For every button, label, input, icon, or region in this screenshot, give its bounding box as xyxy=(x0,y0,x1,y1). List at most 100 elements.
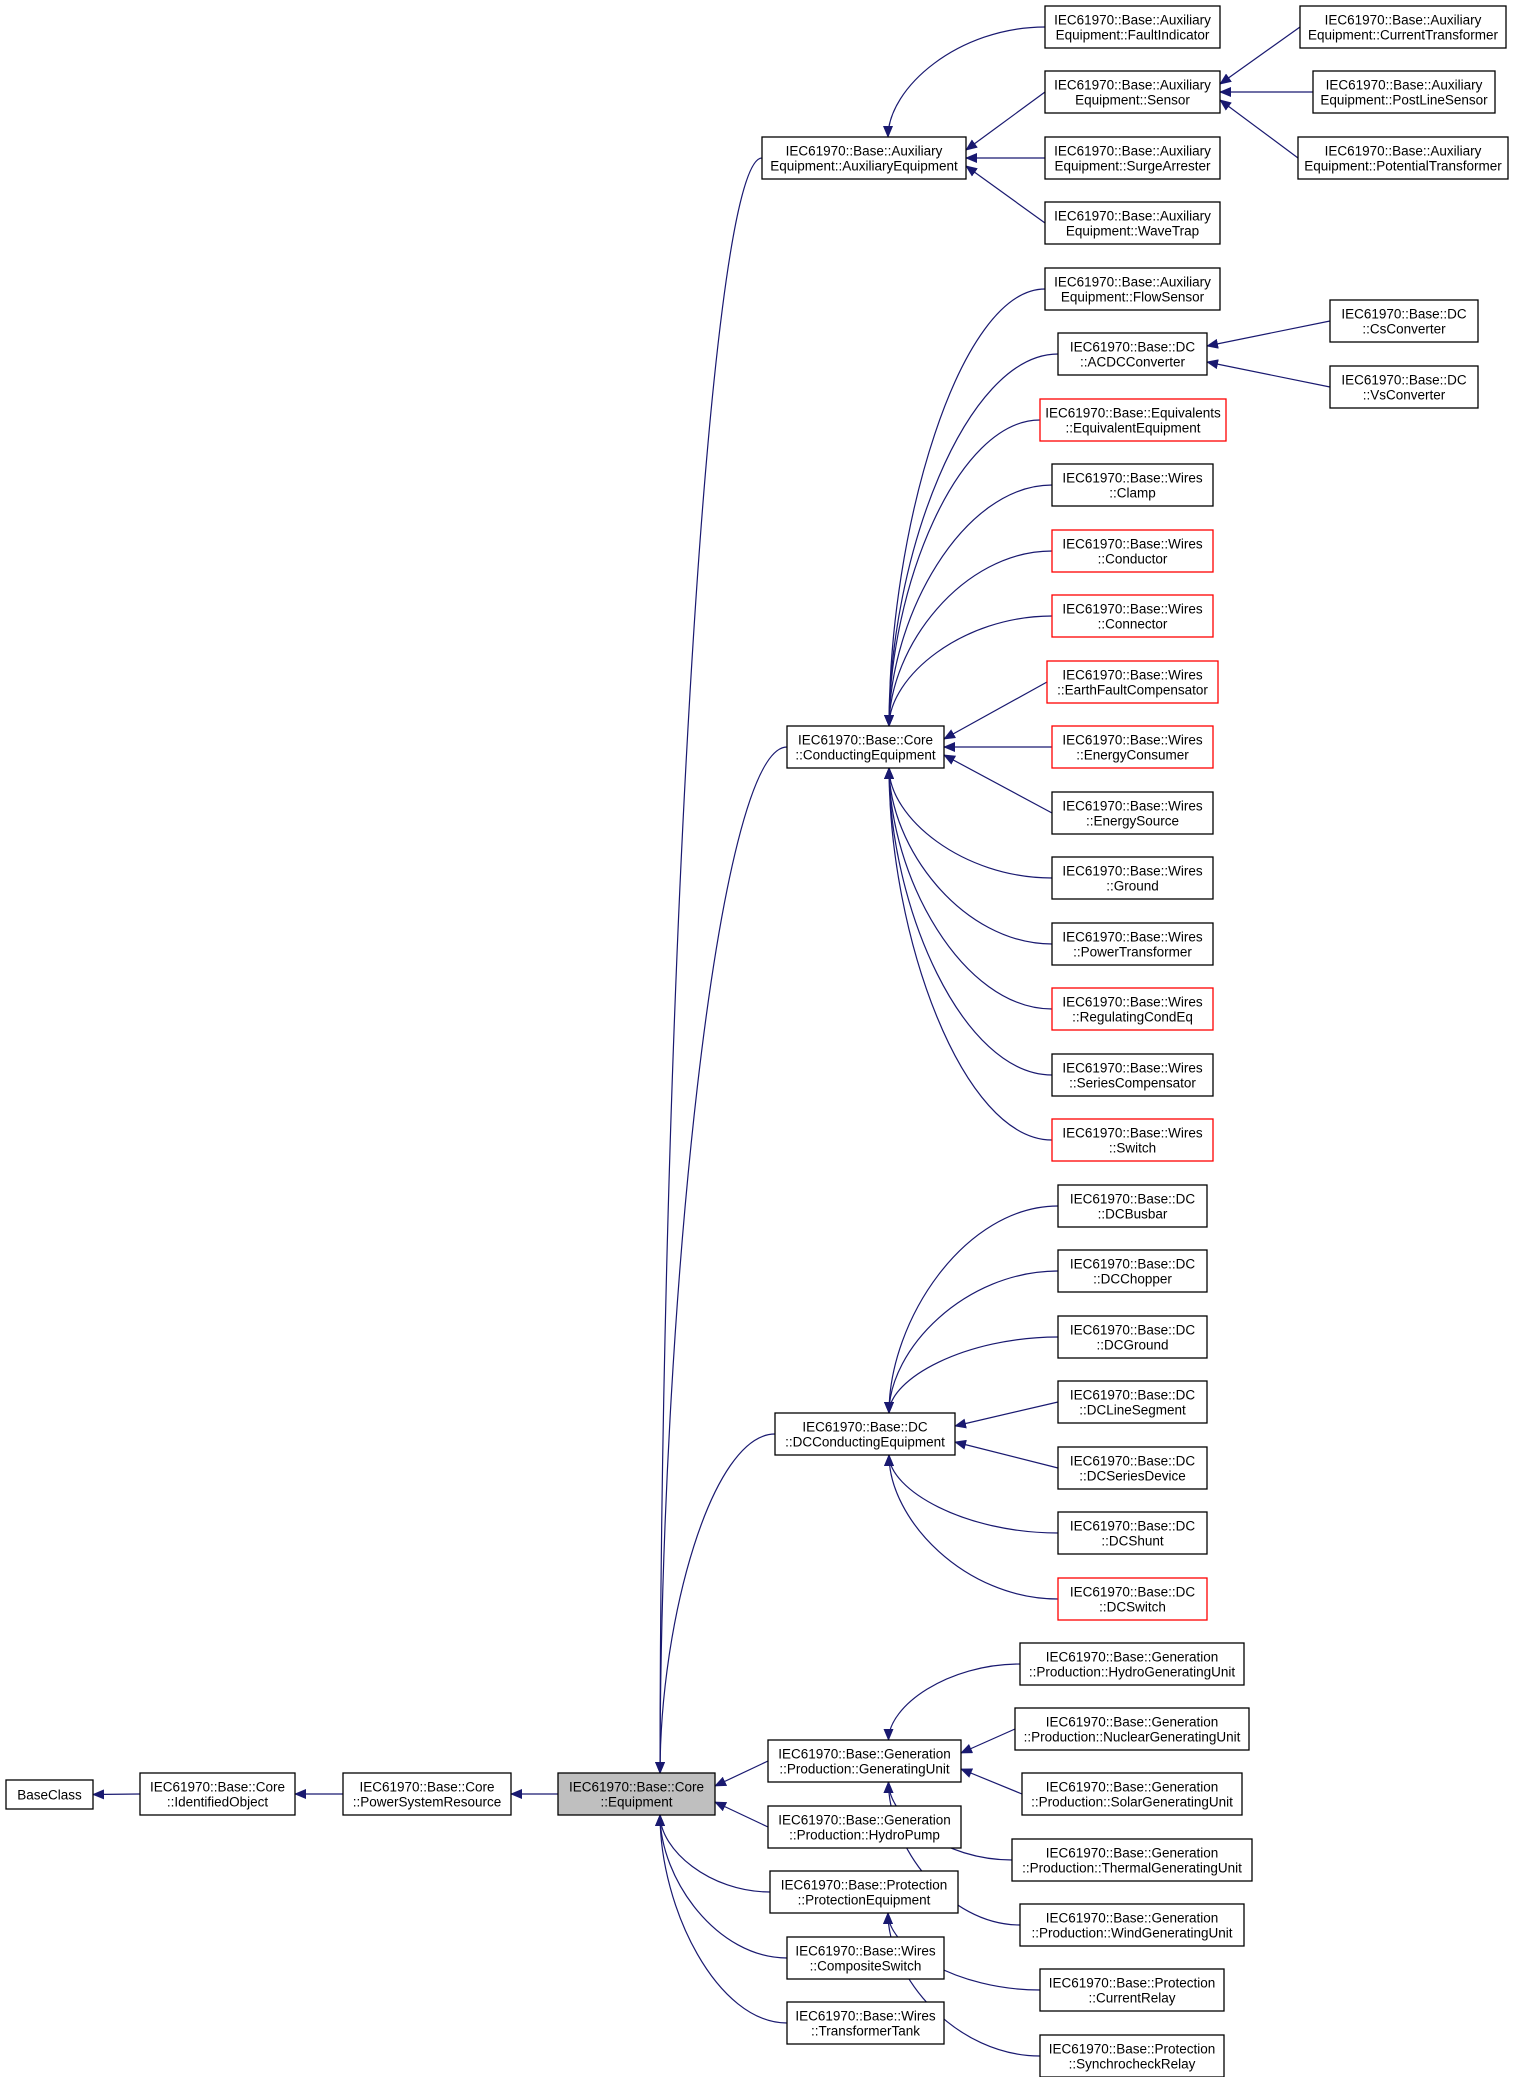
node-dc-shunt[interactable]: IEC61970::Base::DC::DCShunt xyxy=(1057,1511,1208,1555)
node-box xyxy=(1057,1184,1208,1228)
node-conductor[interactable]: IEC61970::Base::Wires::Conductor xyxy=(1051,529,1214,573)
node-label-line: ::DCChopper xyxy=(1093,1272,1172,1287)
node-dc-series-device[interactable]: IEC61970::Base::DC::DCSeriesDevice xyxy=(1057,1446,1208,1490)
node-label-line: IEC61970::Base::DC xyxy=(1070,1454,1196,1469)
edge-clamp-to-conducting-equipment xyxy=(884,484,1053,727)
node-sensor[interactable]: IEC61970::Base::AuxiliaryEquipment::Sens… xyxy=(1044,70,1221,114)
node-dc-chopper[interactable]: IEC61970::Base::DC::DCChopper xyxy=(1057,1249,1208,1293)
node-acdc-converter[interactable]: IEC61970::Base::DC::ACDCConverter xyxy=(1057,332,1208,376)
node-box xyxy=(767,1805,962,1849)
node-dc-line-segment[interactable]: IEC61970::Base::DC::DCLineSegment xyxy=(1057,1380,1208,1424)
node-synchrocheck-relay[interactable]: IEC61970::Base::Protection::Synchrocheck… xyxy=(1039,2034,1225,2077)
node-label-line: Equipment::FaultIndicator xyxy=(1056,28,1210,43)
node-transformer-tank[interactable]: IEC61970::Base::Wires::TransformerTank xyxy=(786,2001,945,2045)
node-wind-generating-unit[interactable]: IEC61970::Base::Generation::Production::… xyxy=(1019,1903,1245,1947)
node-dc-conducting-equipment[interactable]: IEC61970::Base::DC::DCConductingEquipmen… xyxy=(774,1412,956,1456)
node-box xyxy=(1021,1772,1243,1816)
node-dc-switch[interactable]: IEC61970::Base::DC::DCSwitch xyxy=(1057,1577,1208,1621)
node-box xyxy=(139,1772,296,1816)
node-switch[interactable]: IEC61970::Base::Wires::Switch xyxy=(1051,1118,1214,1162)
node-flow-sensor[interactable]: IEC61970::Base::AuxiliaryEquipment::Flow… xyxy=(1044,267,1221,311)
node-label-line: Equipment::PotentialTransformer xyxy=(1304,159,1502,174)
node-cs-converter[interactable]: IEC61970::Base::DC::CsConverter xyxy=(1329,299,1479,343)
node-label-line: IEC61970::Base::Wires xyxy=(795,1944,936,1959)
node-box xyxy=(1051,463,1214,507)
node-composite-switch[interactable]: IEC61970::Base::Wires::CompositeSwitch xyxy=(786,1936,945,1980)
node-label-line: ::Conductor xyxy=(1098,552,1168,567)
node-label-line: ::EnergyConsumer xyxy=(1076,748,1189,763)
node-box xyxy=(1051,1118,1214,1162)
node-equipment[interactable]: IEC61970::Base::Core::Equipment xyxy=(557,1772,716,1816)
node-wave-trap[interactable]: IEC61970::Base::AuxiliaryEquipment::Wave… xyxy=(1044,201,1221,245)
node-label-line: IEC61970::Base::Auxiliary xyxy=(1054,13,1211,28)
node-label-line: Equipment::AuxiliaryEquipment xyxy=(770,159,958,174)
node-nuclear-generating-unit[interactable]: IEC61970::Base::Generation::Production::… xyxy=(1014,1707,1250,1751)
node-label-line: ::TransformerTank xyxy=(811,2024,920,2039)
node-label-line: IEC61970::Base::DC xyxy=(1070,1388,1196,1403)
node-box xyxy=(1044,70,1221,114)
node-label-line: IEC61970::Base::Wires xyxy=(1062,733,1203,748)
node-clamp[interactable]: IEC61970::Base::Wires::Clamp xyxy=(1051,463,1214,507)
node-current-transformer[interactable]: IEC61970::Base::AuxiliaryEquipment::Curr… xyxy=(1299,5,1507,49)
edge-protection-equipment-to-equipment xyxy=(655,1814,771,1893)
node-box xyxy=(761,136,967,180)
node-earth-fault-compensator[interactable]: IEC61970::Base::Wires::EarthFaultCompens… xyxy=(1046,660,1219,704)
node-solar-generating-unit[interactable]: IEC61970::Base::Generation::Production::… xyxy=(1021,1772,1243,1816)
node-generating-unit[interactable]: IEC61970::Base::Generation::Production::… xyxy=(767,1739,962,1783)
node-ground[interactable]: IEC61970::Base::Wires::Ground xyxy=(1051,856,1214,900)
node-thermal-generating-unit[interactable]: IEC61970::Base::Generation::Production::… xyxy=(1011,1838,1253,1882)
node-series-compensator[interactable]: IEC61970::Base::Wires::SeriesCompensator xyxy=(1051,1053,1214,1097)
node-label-line: IEC61970::Base::DC xyxy=(1341,307,1467,322)
node-potential-transformer[interactable]: IEC61970::Base::AuxiliaryEquipment::Pote… xyxy=(1297,136,1509,180)
node-power-system-resource[interactable]: IEC61970::Base::Core::PowerSystemResourc… xyxy=(342,1772,512,1816)
node-vs-converter[interactable]: IEC61970::Base::DC::VsConverter xyxy=(1329,365,1479,409)
node-hydro-generating-unit[interactable]: IEC61970::Base::Generation::Production::… xyxy=(1019,1642,1245,1686)
node-label-line: ::ProtectionEquipment xyxy=(798,1893,931,1908)
edge-generating-unit-to-equipment xyxy=(714,1760,769,1787)
node-label-line: IEC61970::Base::Core xyxy=(359,1780,494,1795)
node-regulating-cond-eq[interactable]: IEC61970::Base::Wires::RegulatingCondEq xyxy=(1051,987,1214,1031)
edge-flow-sensor-to-conducting-equipment xyxy=(884,288,1046,727)
node-label-line: Equipment::Sensor xyxy=(1075,93,1190,108)
node-label-line: ::DCShunt xyxy=(1101,1534,1164,1549)
node-equivalent-equipment[interactable]: IEC61970::Base::Equivalents::EquivalentE… xyxy=(1039,398,1227,442)
node-hydro-pump[interactable]: IEC61970::Base::Generation::Production::… xyxy=(767,1805,962,1849)
node-fault-indicator[interactable]: IEC61970::Base::AuxiliaryEquipment::Faul… xyxy=(1044,5,1221,49)
node-label-line: ::DCGround xyxy=(1096,1338,1168,1353)
node-dc-ground[interactable]: IEC61970::Base::DC::DCGround xyxy=(1057,1315,1208,1359)
edge-dc-chopper-to-dc-conducting-equipment xyxy=(884,1270,1059,1414)
node-energy-consumer[interactable]: IEC61970::Base::Wires::EnergyConsumer xyxy=(1051,725,1214,769)
node-label-line: IEC61970::Base::Generation xyxy=(1046,1715,1219,1730)
node-label-line: IEC61970::Base::Generation xyxy=(778,1813,951,1828)
node-label-line: IEC61970::Base::Wires xyxy=(1062,602,1203,617)
node-post-line-sensor[interactable]: IEC61970::Base::AuxiliaryEquipment::Post… xyxy=(1312,70,1496,114)
node-box xyxy=(1011,1838,1253,1882)
node-conducting-equipment[interactable]: IEC61970::Base::Core::ConductingEquipmen… xyxy=(786,725,945,769)
node-label-line: IEC61970::Base::Wires xyxy=(1062,1126,1203,1141)
node-label-line: IEC61970::Base::Auxiliary xyxy=(1054,78,1211,93)
node-label-line: ::DCLineSegment xyxy=(1079,1403,1186,1418)
node-box xyxy=(769,1870,959,1914)
node-label-line: IEC61970::Base::Wires xyxy=(1062,471,1203,486)
node-identified-object[interactable]: IEC61970::Base::Core::IdentifiedObject xyxy=(139,1772,296,1816)
node-label-line: IEC61970::Base::Auxiliary xyxy=(1325,144,1482,159)
node-current-relay[interactable]: IEC61970::Base::Protection::CurrentRelay xyxy=(1039,1968,1225,2012)
edge-regulating-cond-eq-to-conducting-equipment xyxy=(884,767,1053,1010)
node-label-line: IEC61970::Base::Wires xyxy=(1062,864,1203,879)
node-label-line: ::Clamp xyxy=(1109,486,1156,501)
node-surge-arrester[interactable]: IEC61970::Base::AuxiliaryEquipment::Surg… xyxy=(1044,136,1221,180)
node-label-line: IEC61970::Base::Auxiliary xyxy=(786,144,943,159)
node-label-line: ::DCBusbar xyxy=(1098,1207,1168,1222)
node-box xyxy=(1019,1642,1245,1686)
node-box xyxy=(786,725,945,769)
node-baseclass[interactable]: BaseClass xyxy=(5,1779,94,1810)
node-energy-source[interactable]: IEC61970::Base::Wires::EnergySource xyxy=(1051,791,1214,835)
node-power-transformer[interactable]: IEC61970::Base::Wires::PowerTransformer xyxy=(1051,922,1214,966)
node-auxiliary-equipment[interactable]: IEC61970::Base::AuxiliaryEquipment::Auxi… xyxy=(761,136,967,180)
node-protection-equipment[interactable]: IEC61970::Base::Protection::ProtectionEq… xyxy=(769,1870,959,1914)
node-box xyxy=(1057,1446,1208,1490)
node-connector[interactable]: IEC61970::Base::Wires::Connector xyxy=(1051,594,1214,638)
edge-dc-conducting-equipment-to-equipment xyxy=(655,1433,776,1774)
node-dc-busbar[interactable]: IEC61970::Base::DC::DCBusbar xyxy=(1057,1184,1208,1228)
